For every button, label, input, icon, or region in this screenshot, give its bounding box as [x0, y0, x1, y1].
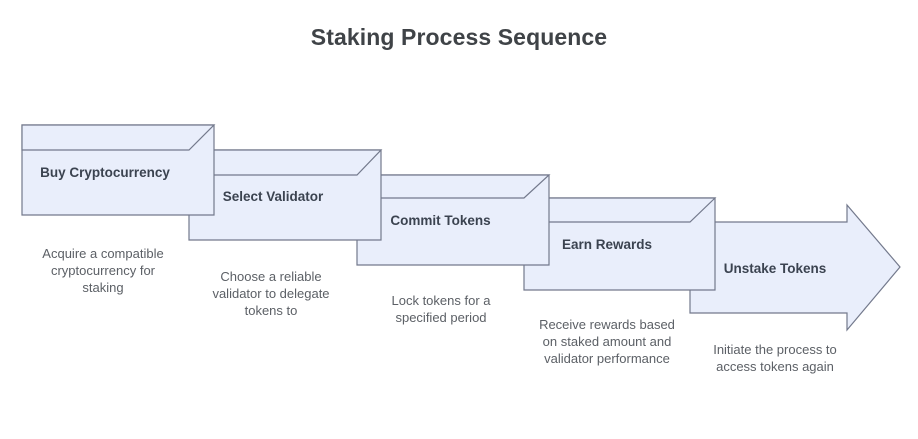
page-title: Staking Process Sequence — [310, 24, 608, 50]
step-notch-2 — [188, 149, 383, 176]
step-label-3: Commit Tokens — [390, 213, 491, 228]
step-description-1: Acquire a compatible cryptocurrency for … — [42, 246, 164, 295]
step-shape-5[interactable] — [689, 203, 901, 332]
step-notch-4 — [523, 197, 717, 223]
step-notch-1 — [21, 124, 216, 151]
step-label-2: Select Validator — [222, 189, 324, 204]
step-label-4: Earn Rewards — [561, 237, 653, 252]
step-label-5: Unstake Tokens — [723, 261, 827, 276]
step-description-2: Choose a reliable validator to delegate … — [212, 269, 330, 318]
step-description-4: Receive rewards based on staked amount a… — [539, 317, 675, 366]
step-label-1: Buy Cryptocurrency — [40, 165, 170, 180]
step-description-3: Lock tokens for a specified period — [391, 293, 491, 325]
step-description-5: Initiate the process to access tokens ag… — [713, 342, 837, 374]
step-notch-3 — [356, 174, 551, 199]
